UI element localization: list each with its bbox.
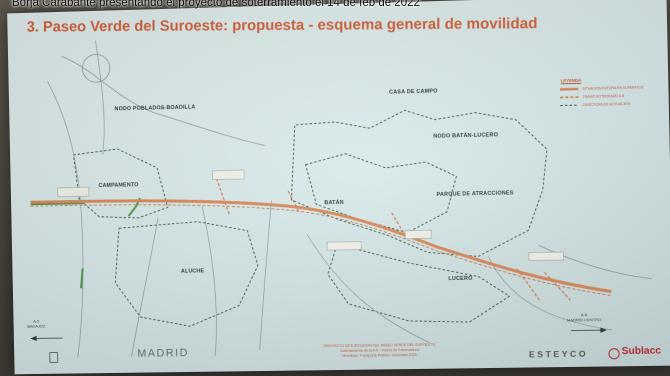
madrid-crest-icon: [49, 351, 59, 363]
node-poblados-circle: [82, 54, 110, 82]
footer-logo-text: Sublacc: [621, 345, 662, 358]
footer-esteyco: ESTEYCO: [528, 348, 589, 360]
legend-title: LEYENDA: [560, 77, 582, 84]
mobility-map: [7, 0, 670, 374]
label-lucero: LUCERO: [448, 275, 473, 283]
label-casa-campo: CASA DE CAMPO: [389, 88, 438, 96]
zone-batan: [305, 151, 457, 234]
label-campamento: CAMPAMENTO: [98, 182, 139, 190]
zone-lucero: [327, 241, 510, 324]
slide-title: 3. Paseo Verde del Suroeste: propuesta -…: [26, 15, 538, 36]
footer-project-info: PROYECTO DE EJECUCIÓN DEL PASEO VERDE DE…: [279, 342, 480, 359]
company-logo-icon: [608, 348, 620, 360]
direction-madrid-centro: A-5 MADRID CENTRO: [566, 312, 602, 323]
footer-madrid: MADRID: [137, 347, 190, 360]
direction-badajoz: A-5 BADAJOZ: [27, 318, 46, 329]
photo-caption: Borja Carabante presentando el proyecto …: [12, 0, 420, 9]
label-batan: BATÁN: [324, 199, 344, 207]
legend-swatches: [560, 89, 579, 106]
label-aluche: ALUCHE: [180, 268, 205, 275]
projection-screen: 3. Paseo Verde del Suroeste: propuesta -…: [7, 0, 670, 375]
